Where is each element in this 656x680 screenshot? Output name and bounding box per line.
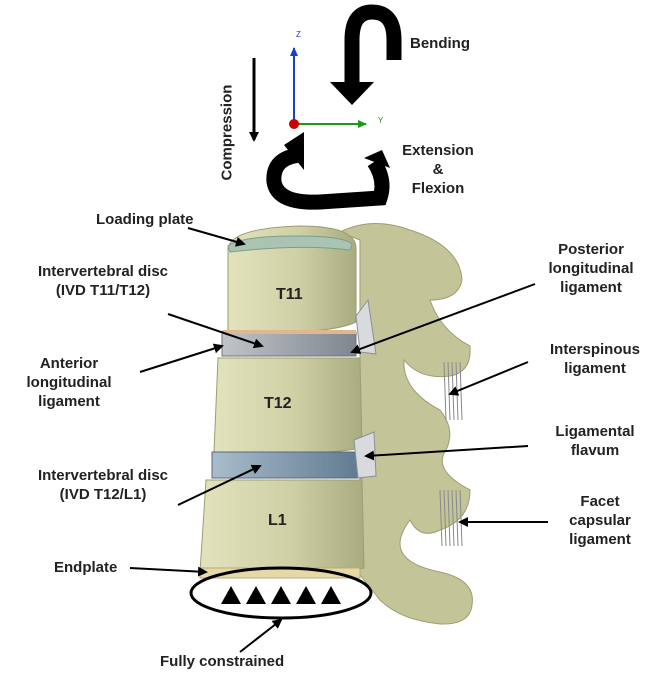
facet-line3: ligament [554,530,646,549]
ampersand-text: & [390,160,486,179]
facet-line2: capsular [554,511,646,530]
anterior-ligament-label: Anterior longitudinal ligament [4,354,134,411]
ivd-upper-line1: Intervertebral disc [28,262,178,281]
bending-arrow [330,12,394,105]
ivd-lower-line1: Intervertebral disc [28,466,178,485]
vertebra-t12-label: T12 [264,395,292,413]
posterior-ligament-label: Posterior longitudinal ligament [536,240,646,297]
extension-flexion-label: Extension & Flexion [390,141,486,198]
endplate-label: Endplate [54,558,117,577]
x-axis-origin [289,119,299,129]
facet-line1: Facet [554,492,646,511]
ivd-lower-line2: (IVD T12/L1) [28,485,178,504]
bending-label: Bending [410,34,470,53]
ligamental-flavum-label: Ligamental flavum [542,422,648,460]
flavum-line1: Ligamental [542,422,648,441]
extension-flexion-arrow [274,132,390,202]
ivd-lower-label: Intervertebral disc (IVD T12/L1) [28,466,178,504]
interspinous-line1: Interspinous [536,340,654,359]
posterior-line2: longitudinal [536,259,646,278]
compression-label: Compression [219,78,236,188]
ivd-t11-t12 [222,332,356,356]
anterior-line2: longitudinal [4,373,134,392]
interspinous-line2: ligament [536,359,654,378]
y-axis-label: Y [378,116,383,125]
spine-model [200,223,472,624]
extension-text: Extension [390,141,486,160]
interspinous-ligament-label: Interspinous ligament [536,340,654,378]
z-axis-label: Z [296,30,301,39]
loading-plate-label: Loading plate [96,210,194,229]
posterior-line3: ligament [536,278,646,297]
fully-constrained-label: Fully constrained [160,652,284,671]
anterior-line1: Anterior [4,354,134,373]
vertebra-l1-label: L1 [268,512,287,530]
flexion-text: Flexion [390,179,486,198]
ivd-upper-label: Intervertebral disc (IVD T11/T12) [28,262,178,300]
ivd-t12-l1 [212,452,362,478]
facet-capsular-label: Facet capsular ligament [554,492,646,549]
ivd-upper-line2: (IVD T11/T12) [28,281,178,300]
flavum-line2: flavum [542,441,648,460]
anterior-line3: ligament [4,392,134,411]
vertebra-t11-label: T11 [276,286,303,304]
posterior-line1: Posterior [536,240,646,259]
ivd-upper-endplate [222,330,356,334]
